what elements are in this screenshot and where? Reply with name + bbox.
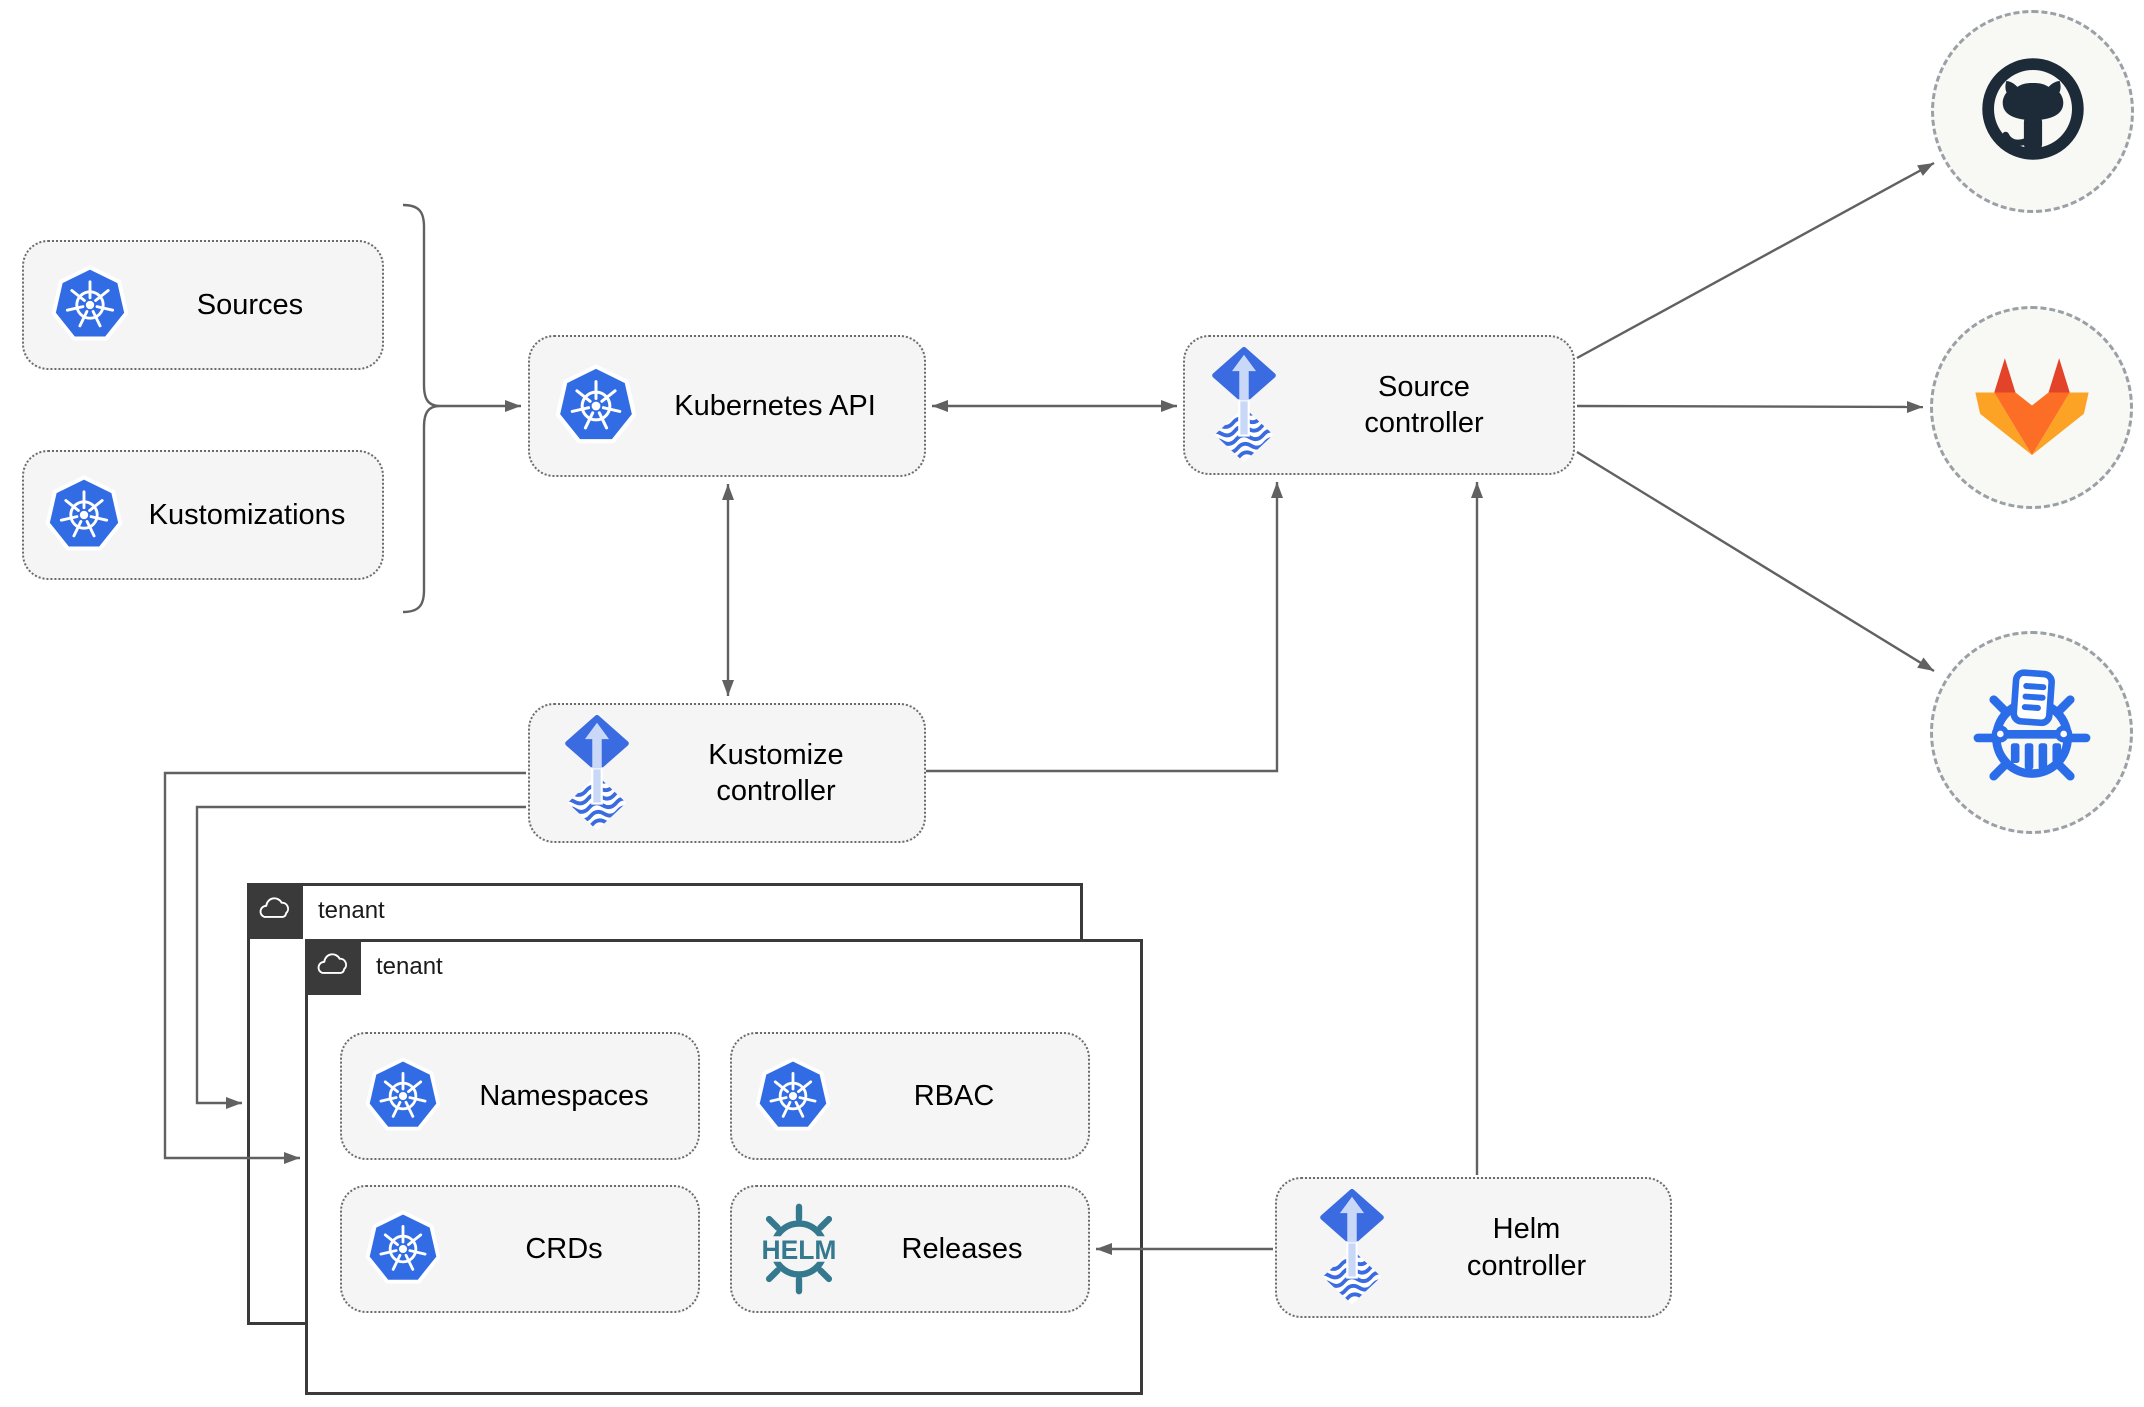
brace-group-sources — [402, 203, 441, 614]
cloud-icon — [257, 895, 293, 927]
node-rbac: RBAC — [730, 1032, 1090, 1160]
chartmuseum-icon — [1966, 664, 2098, 801]
kubernetes-icon — [50, 265, 130, 345]
kubernetes-icon — [754, 1057, 832, 1135]
kubernetes-icon — [554, 364, 638, 448]
flux-icon — [554, 715, 640, 832]
edge-source-to-chartmuseum — [1576, 450, 1935, 673]
kubernetes-icon — [364, 1210, 442, 1288]
tenant-back-label: tenant — [318, 897, 385, 924]
node-kustomizations: Kustomizations — [22, 450, 384, 580]
node-crds-label: CRDs — [525, 1232, 603, 1265]
node-kustomizations-label: Kustomizations — [148, 498, 346, 531]
node-sources: Sources — [22, 240, 384, 370]
node-releases-label: Releases — [901, 1232, 1023, 1265]
edge-source-to-github — [1576, 161, 1935, 360]
tenant-front-header — [305, 939, 361, 995]
tenant-back-header — [247, 883, 303, 939]
flux-icon — [1201, 347, 1287, 464]
node-crds: CRDs — [340, 1185, 700, 1313]
tenant-front-label: tenant — [376, 953, 443, 980]
helm-icon: HELM — [750, 1200, 848, 1298]
node-releases: HELM Releases — [730, 1185, 1090, 1313]
tenant-group-front: tenant — [305, 939, 1143, 1395]
edge-source-to-gitlab — [1576, 400, 1924, 413]
node-helm-controller-label: Helm controller — [1466, 1213, 1587, 1282]
node-namespaces: Namespaces — [340, 1032, 700, 1160]
gitlab-icon — [1973, 351, 2091, 465]
node-kubernetes-api-label: Kubernetes API — [674, 389, 876, 422]
node-namespaces-label: Namespaces — [479, 1079, 649, 1112]
node-kustomize-controller: Kustomize controller — [528, 703, 926, 843]
cloud-icon — [315, 951, 351, 983]
helm-logo-text: HELM — [762, 1235, 837, 1265]
node-source-controller: Source controller — [1183, 335, 1575, 475]
github-icon — [1968, 44, 2098, 179]
node-source-controller-label: Source controller — [1364, 370, 1484, 439]
node-sources-label: Sources — [196, 288, 304, 321]
kubernetes-icon — [44, 475, 124, 555]
remote-github — [1931, 10, 2134, 213]
node-helm-controller: Helm controller — [1275, 1177, 1672, 1318]
node-kubernetes-api: Kubernetes API — [528, 335, 926, 477]
kubernetes-icon — [364, 1057, 442, 1135]
node-kustomize-controller-label: Kustomize controller — [708, 738, 844, 807]
remote-gitlab — [1930, 306, 2133, 509]
remote-chartmuseum — [1930, 631, 2133, 834]
flux-icon — [1309, 1189, 1395, 1306]
node-rbac-label: RBAC — [913, 1079, 995, 1112]
edge-kustomize-to-source — [926, 482, 1283, 773]
